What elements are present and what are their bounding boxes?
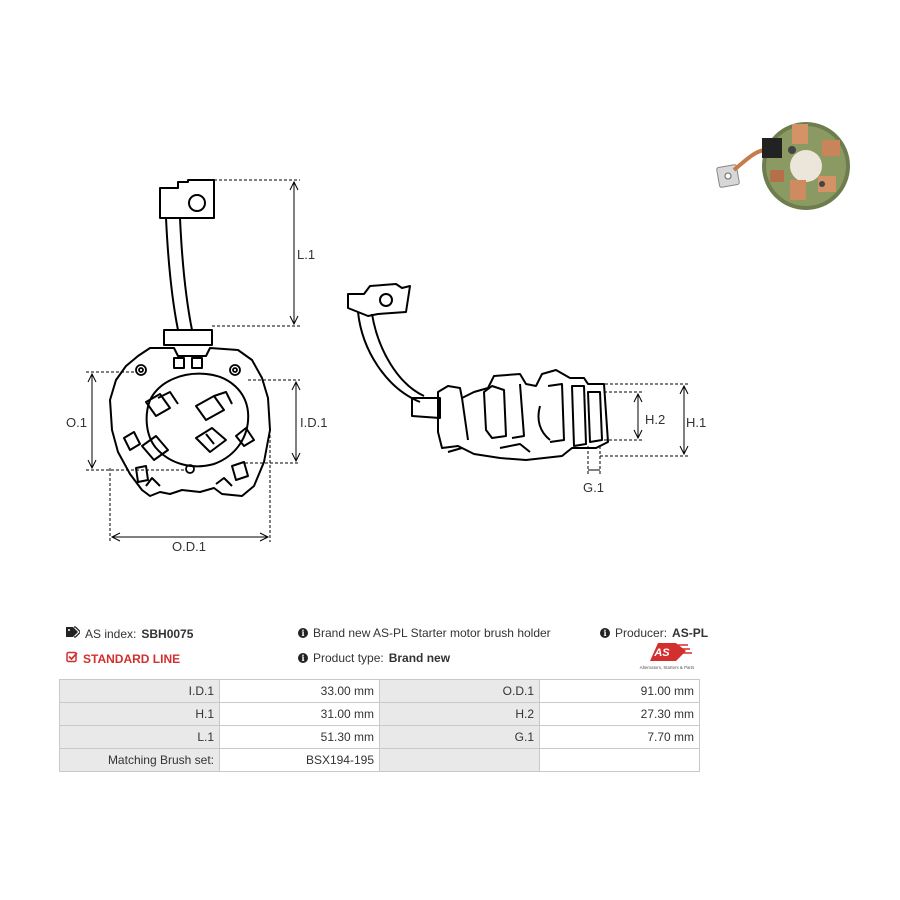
- check-square-icon: [66, 651, 78, 666]
- producer: i Producer: AS-PL: [600, 626, 708, 640]
- logo-tagline: Alternators, Starters & Parts: [640, 665, 695, 670]
- tag-icon: [66, 626, 82, 641]
- side-view-dimensions: [587, 383, 690, 476]
- dim-label-h2: H.2: [645, 412, 665, 427]
- spec-value: [539, 748, 700, 772]
- table-row: L.1 51.30 mm G.1 7.70 mm: [59, 725, 700, 749]
- as-index-label: AS index:: [85, 626, 137, 641]
- logo-brand: AS: [653, 647, 670, 659]
- front-view-dimensions: [86, 179, 301, 542]
- spec-value: 33.00 mm: [219, 679, 380, 703]
- product-photo: [716, 122, 850, 210]
- spec-value: 51.30 mm: [219, 725, 380, 749]
- producer-value: AS-PL: [672, 626, 709, 640]
- spec-label: I.D.1: [59, 679, 220, 703]
- dim-label-h1: H.1: [686, 415, 706, 430]
- technical-drawing: L.1 O.1 I.D.1 O.D.1: [66, 122, 850, 554]
- description-text: Brand new AS-PL Starter motor brush hold…: [313, 626, 551, 640]
- as-index: AS index: SBH0075: [66, 626, 193, 641]
- spec-label: [379, 748, 540, 772]
- spec-label: O.D.1: [379, 679, 540, 703]
- spec-label: Matching Brush set:: [59, 748, 220, 772]
- spec-value: BSX194-195: [219, 748, 380, 772]
- spec-value: 27.30 mm: [539, 702, 700, 726]
- spec-value: 7.70 mm: [539, 725, 700, 749]
- dim-label-od1: O.D.1: [172, 539, 206, 554]
- product-type-value: Brand new: [388, 651, 451, 665]
- dim-label-g1: G.1: [583, 480, 604, 495]
- producer-label: Producer:: [615, 626, 668, 640]
- dim-label-id1: I.D.1: [300, 415, 327, 430]
- spec-label: H.1: [59, 702, 220, 726]
- product-type: i Product type: Brand new: [298, 651, 450, 665]
- product-type-label: Product type:: [313, 651, 384, 665]
- spec-value: 31.00 mm: [219, 702, 380, 726]
- dim-label-o1: O.1: [66, 415, 87, 430]
- front-view-holes: [135, 364, 241, 474]
- description: i Brand new AS-PL Starter motor brush ho…: [298, 626, 551, 640]
- standard-line-label: STANDARD LINE: [83, 651, 181, 666]
- table-row: Matching Brush set: BSX194-195: [59, 748, 700, 772]
- info-icon: i: [600, 628, 610, 638]
- info-icon: i: [298, 628, 308, 638]
- as-pl-logo: AS Alternators, Starters & Parts: [636, 641, 698, 671]
- standard-line: STANDARD LINE: [66, 651, 180, 666]
- side-view-outline: [347, 283, 609, 461]
- as-index-value: SBH0075: [141, 626, 194, 641]
- table-row: I.D.1 33.00 mm O.D.1 91.00 mm: [59, 679, 700, 703]
- spec-label: G.1: [379, 725, 540, 749]
- spec-value: 91.00 mm: [539, 679, 700, 703]
- spec-label: L.1: [59, 725, 220, 749]
- dim-label-l1: L.1: [297, 247, 315, 262]
- info-icon: i: [298, 653, 308, 663]
- spec-table: I.D.1 33.00 mm O.D.1 91.00 mm H.1 31.00 …: [59, 679, 700, 772]
- spec-label: H.2: [379, 702, 540, 726]
- table-row: H.1 31.00 mm H.2 27.30 mm: [59, 702, 700, 726]
- front-view-outline: [109, 179, 271, 497]
